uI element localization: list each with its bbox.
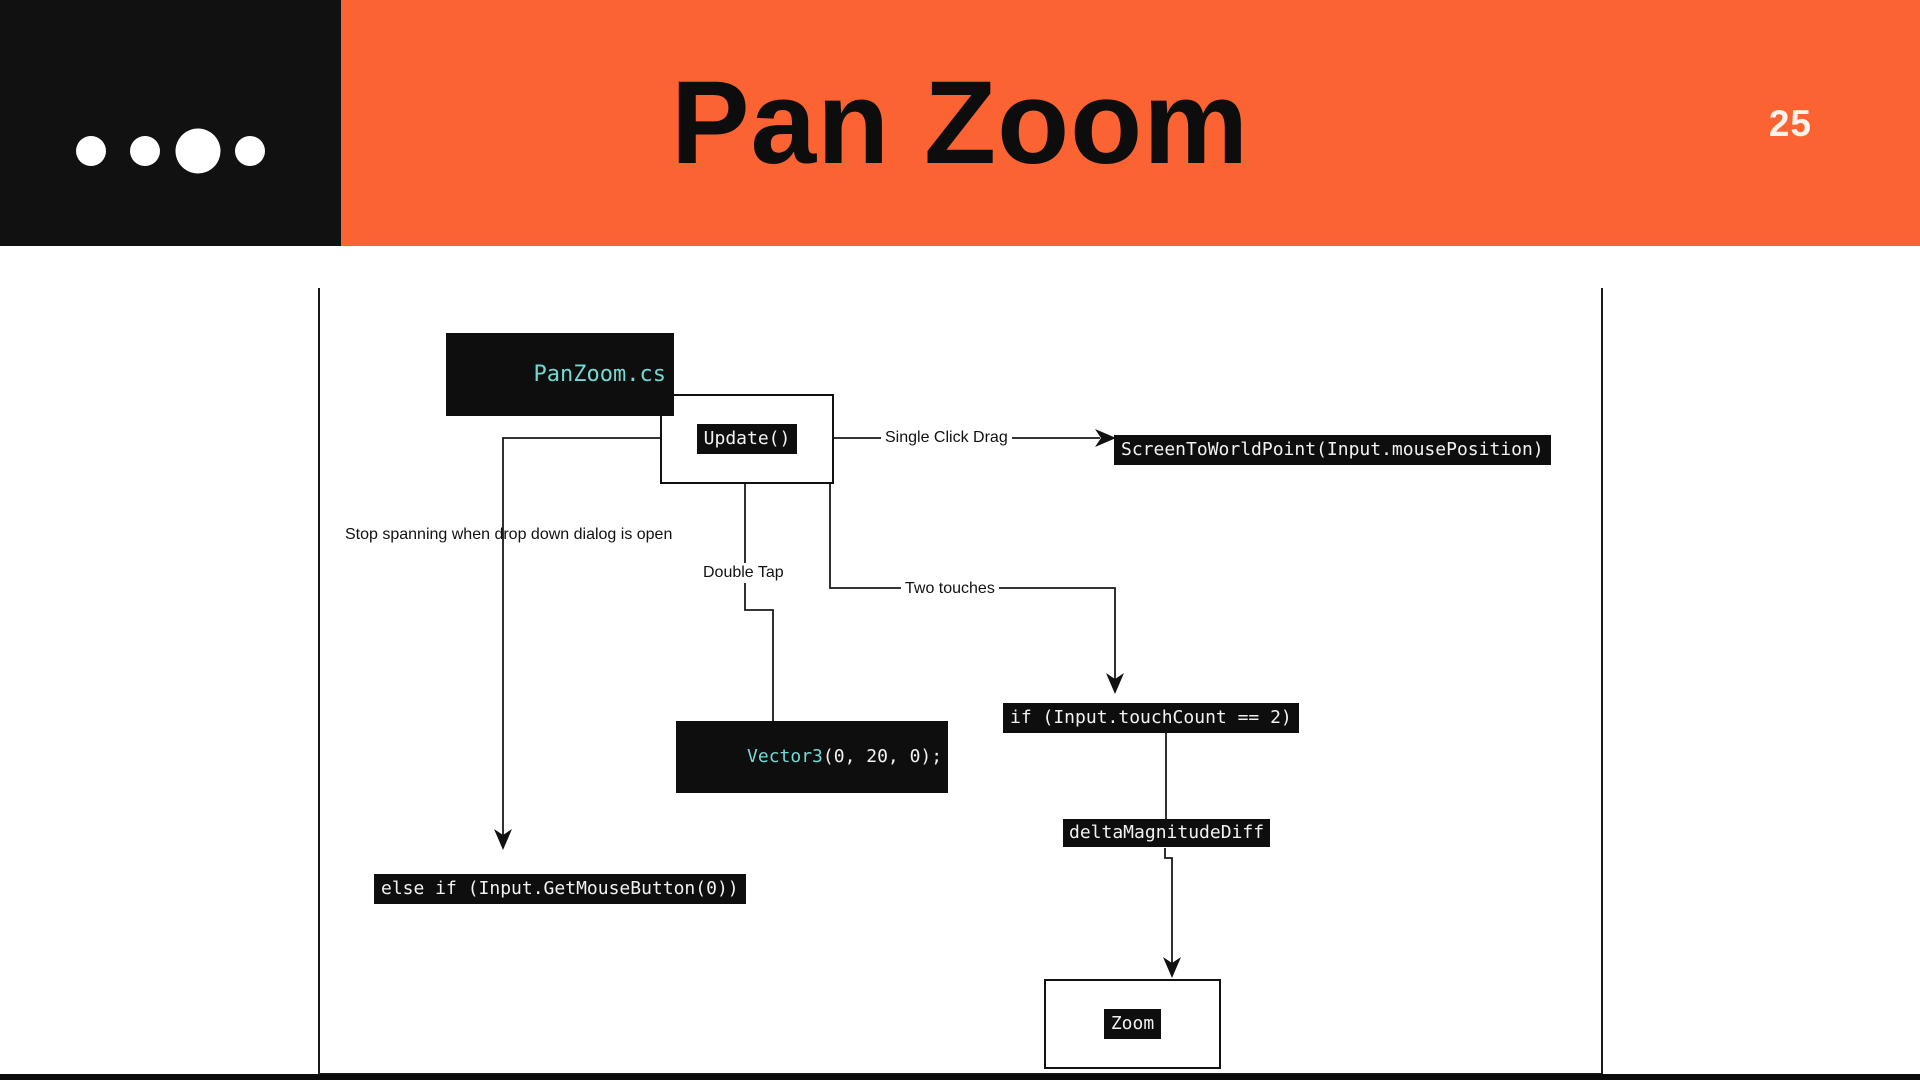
zoom-node-box: Zoom (1044, 979, 1221, 1069)
two-touches-label: Two touches (901, 579, 999, 599)
slide-title: Pan Zoom (670, 57, 1250, 189)
elseif-label: else if (Input.GetMouseButton(0)) (374, 874, 746, 904)
single-click-drag-label: Single Click Drag (881, 428, 1012, 448)
deltamagnitude-label: deltaMagnitudeDiff (1063, 819, 1271, 847)
vector3-args: (0, 20, 0); (822, 746, 943, 767)
four-dots-logo-icon (76, 128, 265, 174)
vector3-keyword: Vector3 (747, 746, 823, 767)
update-node-box: Update() (660, 394, 834, 484)
update-label: Update() (696, 424, 798, 454)
page-number: 25 (1768, 103, 1812, 144)
arrowhead-down-zoom (1163, 957, 1181, 978)
edge-delta-to-zoom (1164, 848, 1173, 970)
stop-spanning-label: Stop spanning when drop down dialog is o… (345, 526, 673, 543)
arrowhead-down-iftouch (1106, 673, 1124, 694)
file-label: PanZoom.cs (446, 333, 674, 416)
slide-header: Pan Zoom 25 (0, 0, 1920, 246)
vector3-label: Vector3(0, 20, 0); (676, 721, 949, 793)
file-label-text: PanZoom.cs (533, 362, 666, 387)
screentoworld-label: ScreenToWorldPoint(Input.mousePosition) (1114, 435, 1551, 465)
double-tap-label: Double Tap (699, 563, 788, 583)
bottom-bar (0, 1074, 1920, 1080)
iftouch-label: if (Input.touchCount == 2) (1003, 703, 1299, 733)
zoom-label: Zoom (1103, 1009, 1162, 1039)
edge-update-to-vector3 (744, 480, 774, 722)
arrowhead-right-screentoworld (1095, 429, 1116, 447)
arrowhead-down-elseif (494, 829, 512, 850)
logo-box (0, 0, 341, 246)
edge-update-to-elseif (502, 437, 660, 840)
